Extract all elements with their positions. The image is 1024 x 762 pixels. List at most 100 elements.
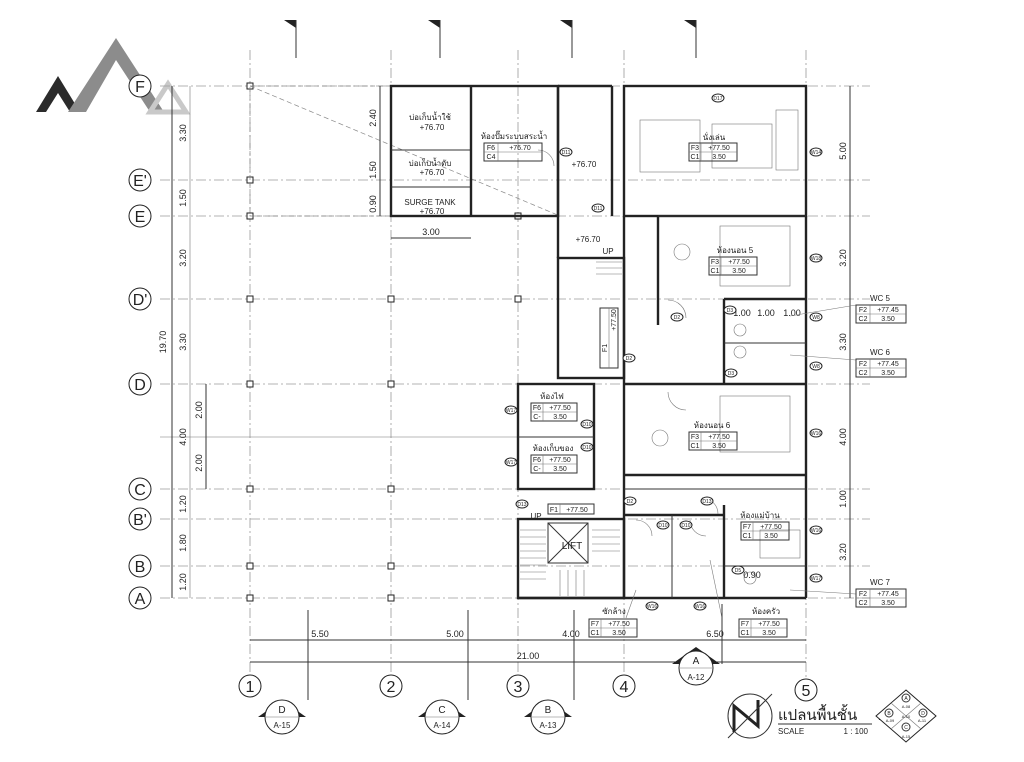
svg-text:D11: D11 (562, 150, 571, 156)
window-tag: W17 (504, 457, 518, 467)
tag-code: F1 (602, 344, 609, 352)
logo-mark (36, 38, 191, 115)
tag-value: 3.50 (553, 466, 567, 473)
door-tag: D17 (711, 93, 725, 103)
room-tag: F3 +77.50 C1 3.50 (708, 256, 758, 276)
tag-value: +77.50 (758, 621, 780, 628)
stair-up-label: UP (530, 512, 541, 521)
room-name: SURGE TANK (404, 198, 456, 207)
door-tag: D13 (700, 496, 714, 506)
dim-left: 1.20 (178, 573, 188, 591)
tag-value: +77.50 (708, 434, 730, 441)
tag-value: 3.50 (553, 414, 567, 421)
tag-code: C- (533, 414, 541, 421)
grid-row-label: F (135, 79, 145, 96)
svg-text:W8: W8 (812, 364, 820, 370)
section-letter: A (693, 656, 700, 667)
svg-text:W17: W17 (811, 576, 822, 582)
dim-left: 1.50 (178, 189, 188, 207)
room-name: ซักล้าง (602, 607, 626, 616)
section-marker-d: D A-15 (258, 610, 309, 735)
room-name: ห้องนอน 5 (717, 246, 754, 255)
grid-col-label: 1 (246, 679, 255, 696)
scale-value: 1 : 100 (844, 727, 869, 736)
room-tag: F1 +77.50 (547, 503, 595, 515)
svg-text:W16: W16 (811, 528, 822, 534)
svg-text:C: C (904, 725, 908, 731)
tag-code: F3 (691, 145, 699, 152)
tag-code: F6 (533, 405, 541, 412)
tag-code: F7 (591, 621, 599, 628)
dim-right: 3.30 (838, 333, 848, 351)
svg-text:D13: D13 (517, 502, 526, 508)
grid-row-bubble: B (128, 554, 152, 578)
tag-code: C2 (859, 316, 868, 323)
room-electric: ห้องไฟ F6 +77.50 C- 3.50 (530, 392, 578, 422)
tag-value: 3.50 (881, 370, 895, 377)
door-tag: D10 (656, 520, 670, 530)
tag-code: F3 (711, 259, 719, 266)
window-tag: W16 (809, 428, 823, 438)
window-tag: W8 (809, 312, 823, 322)
section-sheet: A-12 (688, 673, 705, 682)
room-name: ห้องนอน 6 (694, 421, 731, 430)
dim-left: 3.30 (178, 333, 188, 351)
tag-code: F2 (859, 361, 867, 368)
section-marker-a: A A-12 (672, 604, 723, 686)
tag-value: +77.45 (877, 307, 899, 314)
room-name: บ่อเก็บน้ำดับ (409, 157, 452, 168)
dim-left: 1.80 (178, 534, 188, 552)
dim-left: 3.30 (178, 124, 188, 142)
room-labels: บ่อเก็บน้ำใช้ +76.70 บ่อเก็บน้ำดับ +76.7… (404, 111, 907, 638)
room-name: WC 6 (870, 348, 891, 357)
dim-bottom: 4.00 (562, 629, 580, 639)
window-tag: W17 (504, 405, 518, 415)
stair-up-label: UP (602, 247, 613, 256)
svg-text:W16: W16 (695, 604, 706, 610)
door-tag: D5 (731, 565, 745, 575)
tag-code: C1 (741, 630, 750, 637)
room-tag: F3 +77.50 C1 3.50 (688, 431, 738, 451)
door-tag: D2 (670, 312, 684, 322)
room-tag: F6 +77.50 C- 3.50 (530, 402, 578, 422)
tag-value: +77.50 (760, 524, 782, 531)
top-section-flags (284, 20, 697, 58)
door-tag: D10 (580, 442, 594, 452)
grid-row-bubble: E' (128, 168, 152, 192)
tag-code: C1 (691, 443, 700, 450)
columns (246, 82, 522, 602)
grid-row-bubble: E (128, 204, 152, 228)
svg-text:D: D (921, 711, 925, 717)
room-living: นั่งเล่น F3 +77.50 C1 3.50 (688, 131, 738, 162)
svg-text:D13: D13 (702, 499, 711, 505)
column-bubbles: 1 2 3 4 5 (238, 674, 818, 702)
door-tag: D10 (580, 419, 594, 429)
window-tag: W16 (645, 601, 659, 611)
room-tag: F7 +77.50 C1 3.50 (738, 618, 788, 638)
bottom-dimensions: 5.50 5.00 4.00 6.50 21.00 (250, 629, 806, 663)
room-bed5: ห้องนอน 5 F3 +77.50 C1 3.50 (708, 246, 758, 276)
tag-value: +77.50 (549, 457, 571, 464)
grid-row-bubble: D (128, 372, 152, 396)
key-plan-icon: A B D C A-08 A-09 A-11 A-10 A-15 (875, 689, 937, 743)
svg-text:D2: D2 (627, 499, 634, 505)
room-maid: ห้องแม่บ้าน F7 +77.50 C1 3.50 (740, 511, 790, 541)
dim-tank-width: 3.00 (422, 227, 440, 237)
tag-value: 3.50 (712, 443, 726, 450)
room-name: WC 7 (870, 578, 891, 587)
tag-code: F6 (487, 145, 495, 152)
tag-code: C1 (711, 268, 720, 275)
dim-right: 1.00 (838, 490, 848, 508)
tag-code: F1 (550, 507, 558, 514)
grid-col-bubble: 2 (379, 674, 403, 698)
grid-col-label: 5 (802, 683, 811, 700)
dim-right: 3.20 (838, 249, 848, 267)
tag-value: 3.50 (764, 533, 778, 540)
level-mark: +76.70 (572, 160, 597, 169)
grid-row-bubble: A (128, 586, 152, 610)
tag-value: 3.50 (732, 268, 746, 275)
room-tag: F7 +77.50 C1 3.50 (588, 618, 638, 638)
door-tags: D17 D11 D11 D2 D2 D3 D3 D2 D10 D13 D10 D… (515, 93, 745, 575)
room-bed6: ห้องนอน 6 F3 +77.50 C1 3.50 (688, 421, 738, 451)
grid-row-bubble: C (128, 477, 152, 501)
